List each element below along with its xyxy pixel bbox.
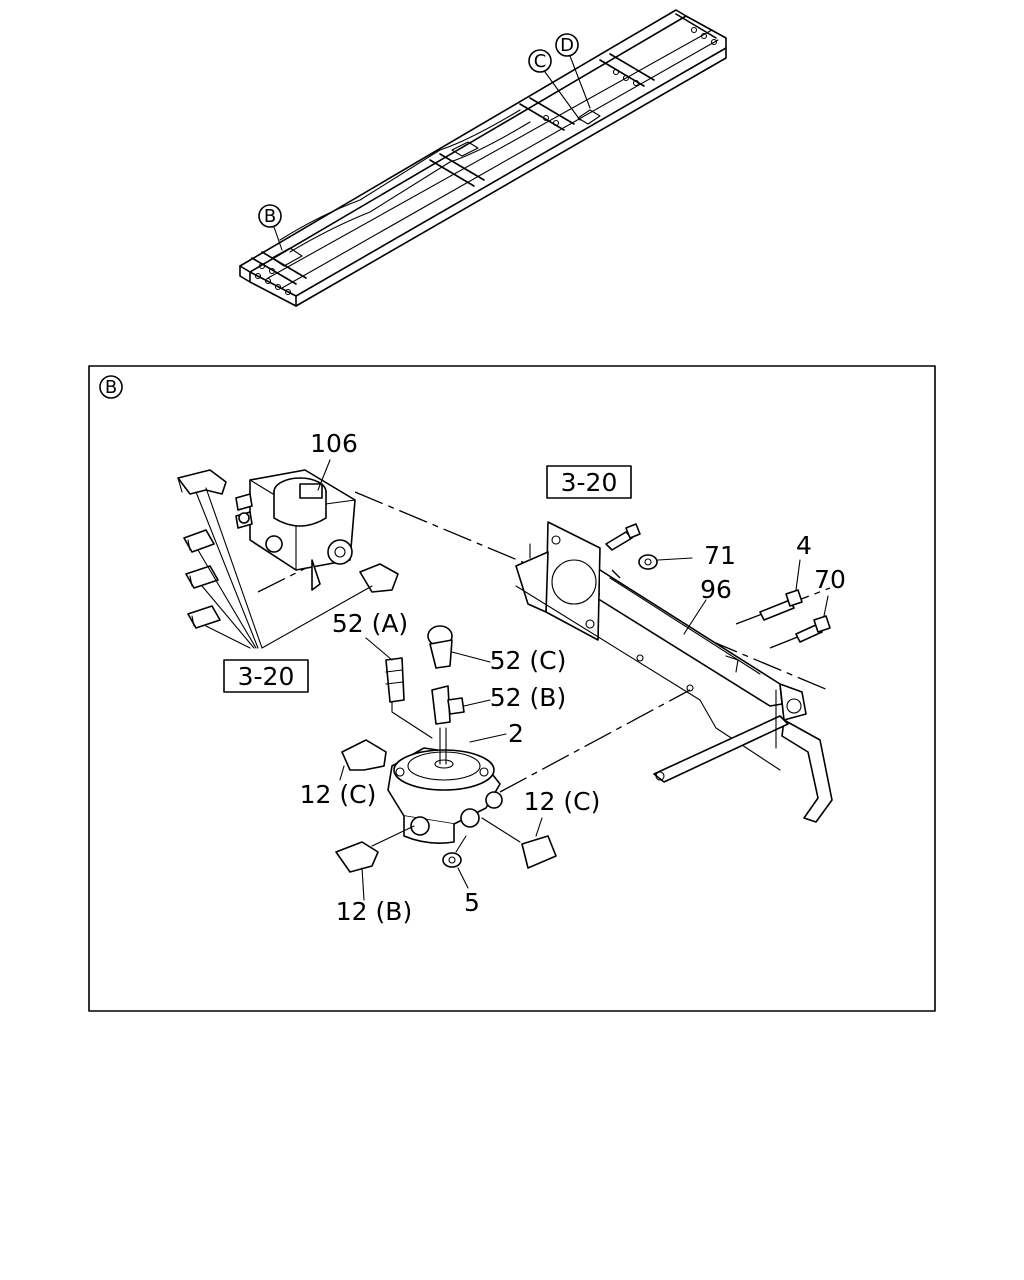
fittings-group-left (177, 469, 399, 649)
label-12c-right: 12 (C) (524, 787, 601, 816)
fitting-12c-right (481, 817, 557, 869)
reference-box-upper-text: 3-20 (561, 468, 618, 497)
chassis-frame-overview (239, 9, 727, 307)
relay-valve-2-drawing (387, 699, 507, 844)
label-70: 70 (814, 565, 846, 594)
fitting-52c (427, 625, 491, 669)
callout-b-overview: B (258, 204, 283, 251)
leader-96 (683, 599, 707, 635)
label-12b: 12 (B) (336, 897, 412, 926)
detail-view-frame (88, 365, 936, 1012)
label-12c-left: 12 (C) (300, 780, 377, 809)
fitting-12b (335, 825, 415, 901)
bolt-4-drawing (759, 559, 803, 621)
label-52b: 52 (B) (490, 683, 566, 712)
label-4: 4 (796, 531, 812, 560)
valve-106-drawing (235, 469, 356, 591)
callout-c-overview: C (528, 49, 581, 121)
mounting-bracket-drawing (515, 521, 833, 823)
callout-d-letter: D (560, 35, 574, 56)
label-52c: 52 (C) (490, 646, 567, 675)
callout-b-letter: B (264, 206, 276, 227)
bolt-71-region (605, 523, 693, 570)
label-71: 71 (704, 541, 736, 570)
label-106: 106 (310, 429, 358, 458)
leader-106 (317, 459, 331, 491)
bolt-70-drawing (795, 595, 831, 643)
fitting-52a (365, 637, 405, 703)
reference-box-lower: 3-20 (223, 659, 309, 693)
reference-box-lower-text: 3-20 (238, 662, 295, 691)
label-2: 2 (508, 719, 524, 748)
label-5: 5 (464, 888, 480, 917)
detail-view-badge: B (99, 375, 123, 399)
nut-5 (442, 835, 469, 889)
detail-view-letter: B (105, 377, 117, 398)
callout-c-letter: C (534, 51, 547, 72)
label-52a: 52 (A) (332, 609, 408, 638)
fitting-12c-left (339, 739, 387, 781)
fitting-52b (431, 685, 491, 725)
reference-box-upper: 3-20 (546, 465, 632, 499)
label-96: 96 (700, 575, 732, 604)
callout-d-overview: D (555, 33, 591, 109)
